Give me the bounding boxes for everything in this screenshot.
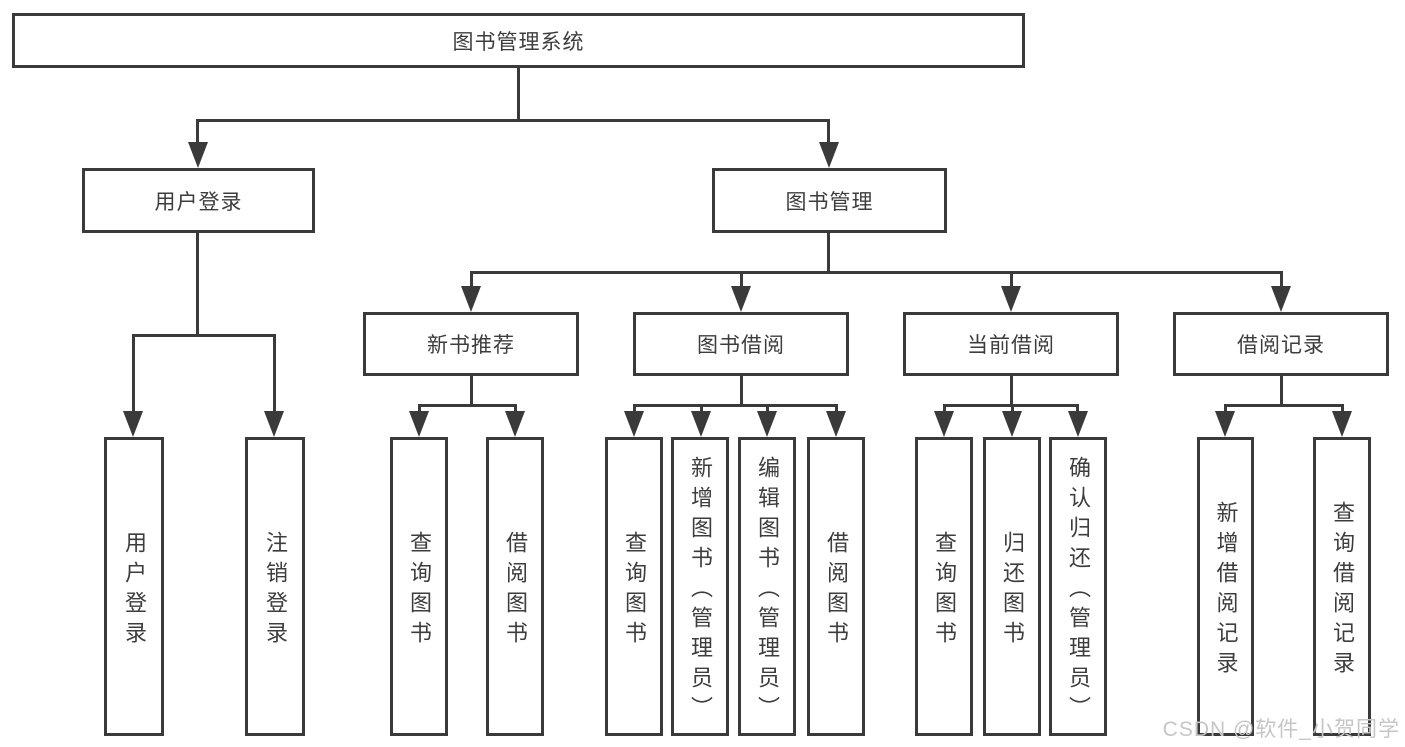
node-root-label: 图书管理系统 <box>452 30 585 54</box>
watermark: CSDN @软件_小贺同学 <box>1162 718 1400 741</box>
connector-line <box>1010 376 1013 407</box>
node-borrow-records-label: 借阅记录 <box>1237 334 1325 357</box>
connector-line <box>1011 404 1014 414</box>
connector-line <box>766 404 769 414</box>
arrow-down-icon <box>934 411 954 437</box>
connector-line <box>740 376 743 407</box>
connector-line <box>1280 271 1283 289</box>
leaf-return-books: 归还图书 <box>983 437 1041 736</box>
leaf-borrow-books-recommend: 借阅图书 <box>486 437 544 736</box>
node-new-book-recommend: 新书推荐 <box>363 312 579 376</box>
connector-line <box>1224 404 1343 407</box>
leaf-edit-books-admin: 编辑图书（管理员） <box>738 437 796 736</box>
node-book-borrow: 图书借阅 <box>633 312 849 376</box>
arrow-down-icon <box>505 411 525 437</box>
arrow-down-icon <box>757 411 777 437</box>
node-book-management-label: 图书管理 <box>785 190 874 214</box>
arrow-down-icon <box>123 411 143 437</box>
arrow-down-icon <box>1002 411 1022 437</box>
connector-line <box>633 404 837 407</box>
node-book-management: 图书管理 <box>712 168 947 233</box>
connector-line <box>418 404 421 414</box>
leaf-add-books-admin: 新增图书（管理员） <box>671 437 729 736</box>
leaf-query-books-recommend: 查询图书 <box>390 437 448 736</box>
connector-line <box>514 404 517 414</box>
connector-line <box>196 119 830 122</box>
connector-line <box>835 404 838 414</box>
connector-line <box>633 404 636 414</box>
connector-line <box>132 334 276 337</box>
connector-line <box>1341 404 1344 414</box>
node-root: 图书管理系统 <box>12 13 1025 68</box>
node-current-borrow-label: 当前借阅 <box>967 334 1055 357</box>
connector-line <box>740 271 743 289</box>
connector-line <box>1280 376 1283 407</box>
leaf-add-borrow-record: 新增借阅记录 <box>1197 437 1254 736</box>
connector-line <box>273 334 276 414</box>
connector-line <box>418 404 516 407</box>
connector-line <box>700 404 703 414</box>
node-user-login-label: 用户登录 <box>154 190 243 214</box>
leaf-confirm-return-admin: 确认归还（管理员） <box>1049 437 1107 736</box>
connector-line <box>1010 271 1013 289</box>
connector-line <box>943 404 946 414</box>
leaf-logout: 注销登录 <box>245 437 305 736</box>
connector-line <box>517 67 520 121</box>
arrow-down-icon <box>826 411 846 437</box>
connector-line <box>827 119 830 145</box>
arrow-down-icon <box>1271 286 1291 312</box>
arrow-down-icon <box>188 142 208 168</box>
connector-line <box>196 119 199 145</box>
connector-line <box>470 376 473 407</box>
node-borrow-records: 借阅记录 <box>1173 312 1389 376</box>
leaf-query-books-current: 查询图书 <box>915 437 973 736</box>
connector-line <box>1224 404 1227 414</box>
node-current-borrow: 当前借阅 <box>903 312 1119 376</box>
arrow-down-icon <box>731 286 751 312</box>
arrow-down-icon <box>1001 286 1021 312</box>
connector-line <box>470 271 473 289</box>
leaf-query-books-borrow: 查询图书 <box>605 437 663 736</box>
arrow-down-icon <box>624 411 644 437</box>
connector-line <box>1076 404 1079 414</box>
arrow-down-icon <box>819 142 839 168</box>
arrow-down-icon <box>264 411 284 437</box>
connector-line <box>196 233 199 337</box>
leaf-query-borrow-record: 查询借阅记录 <box>1313 437 1371 736</box>
leaf-user-login: 用户登录 <box>104 437 164 736</box>
arrow-down-icon <box>409 411 429 437</box>
node-book-borrow-label: 图书借阅 <box>697 334 785 357</box>
arrow-down-icon <box>1332 411 1352 437</box>
arrow-down-icon <box>1068 411 1088 437</box>
connector-line <box>132 334 135 414</box>
node-new-book-recommend-label: 新书推荐 <box>427 334 515 357</box>
arrow-down-icon <box>461 286 481 312</box>
connector-line <box>827 233 830 274</box>
connector-line <box>470 271 1282 274</box>
node-user-login: 用户登录 <box>82 168 315 233</box>
leaf-borrow-books: 借阅图书 <box>807 437 865 736</box>
arrow-down-icon <box>1215 411 1235 437</box>
arrow-down-icon <box>691 411 711 437</box>
